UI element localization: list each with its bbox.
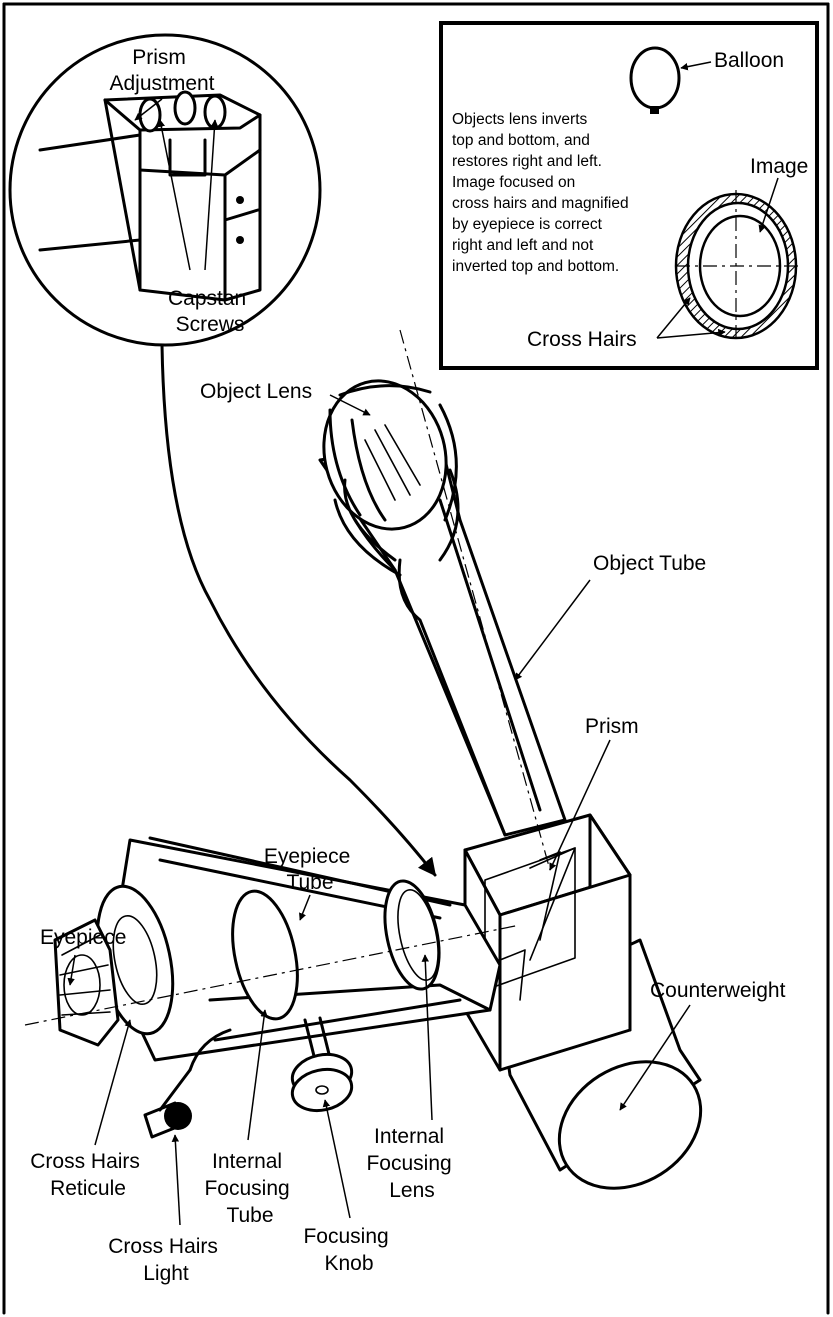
eyepiece-tube-label: Eyepiece Tube [264,845,356,894]
prism-adjustment-inset [8,33,437,877]
eyepiece-tube [53,836,502,1139]
inset-note: Objects lens inverts top and bottom, and… [452,111,633,275]
prism-label: Prism [585,715,639,738]
internal-focusing-tube-label: Internal Focusing Tube [204,1150,295,1227]
object-tube-label: Object Tube [593,552,706,575]
object-tube [318,379,567,837]
capstan-screws-label: Capstan Screws [168,287,252,336]
leader-lines [67,98,691,1226]
cross-hairs-light-label: Cross Hairs Light [108,1235,224,1285]
counterweight-label: Counterweight [650,979,786,1002]
eyepiece-label: Eyepiece [40,926,126,949]
image-label: Image [750,155,808,178]
object-axis-line [399,329,551,871]
cross-hairs-reticule-label: Cross Hairs Reticule [30,1150,146,1200]
cross-hairs-label: Cross Hairs [527,328,637,351]
object-lens-label: Object Lens [200,380,312,403]
focusing-knob-label: Focusing Knob [303,1225,394,1275]
eyepiece-axis-line [24,924,521,1026]
prism-housing [463,813,632,1072]
balloon-label: Balloon [714,49,784,72]
internal-focusing-lens-label: Internal Focusing Lens [366,1125,457,1202]
prism-adjustment-label: Prism Adjustment [109,46,214,95]
optics-inset [439,21,819,370]
